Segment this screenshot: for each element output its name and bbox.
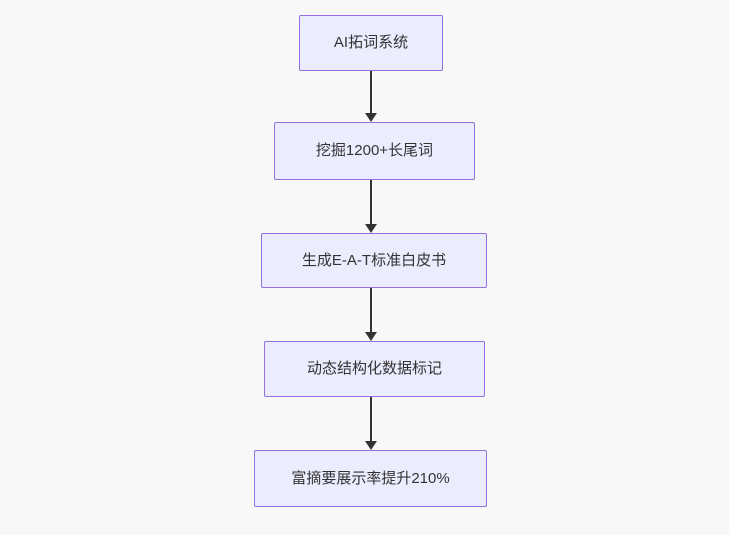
flow-node-ai-system: AI拓词系统: [299, 15, 443, 71]
flow-node-label: AI拓词系统: [333, 34, 409, 51]
flow-node-rich-snippet-result: 富摘要展示率提升210%: [254, 450, 487, 507]
edge-line: [370, 288, 372, 332]
flow-edge-2: [365, 180, 377, 233]
edge-line: [370, 397, 372, 441]
flow-node-label: 动态结构化数据标记: [306, 360, 442, 377]
flow-node-label: 挖掘1200+长尾词: [315, 142, 434, 159]
flow-edge-3: [365, 288, 377, 341]
flow-node-label: 生成E-A-T标准白皮书: [301, 251, 447, 269]
arrowhead-down-icon: [365, 441, 377, 450]
flow-node-eat-whitepaper: 生成E-A-T标准白皮书: [261, 233, 487, 288]
arrowhead-down-icon: [365, 332, 377, 341]
edge-line: [370, 71, 372, 113]
flow-node-label: 富摘要展示率提升210%: [291, 469, 450, 487]
flow-edge-1: [365, 71, 377, 122]
flow-edge-4: [365, 397, 377, 450]
flow-node-structured-data: 动态结构化数据标记: [264, 341, 485, 397]
arrowhead-down-icon: [365, 113, 377, 122]
arrowhead-down-icon: [365, 224, 377, 233]
edge-line: [370, 180, 372, 224]
flow-node-longtail-mining: 挖掘1200+长尾词: [274, 122, 475, 180]
